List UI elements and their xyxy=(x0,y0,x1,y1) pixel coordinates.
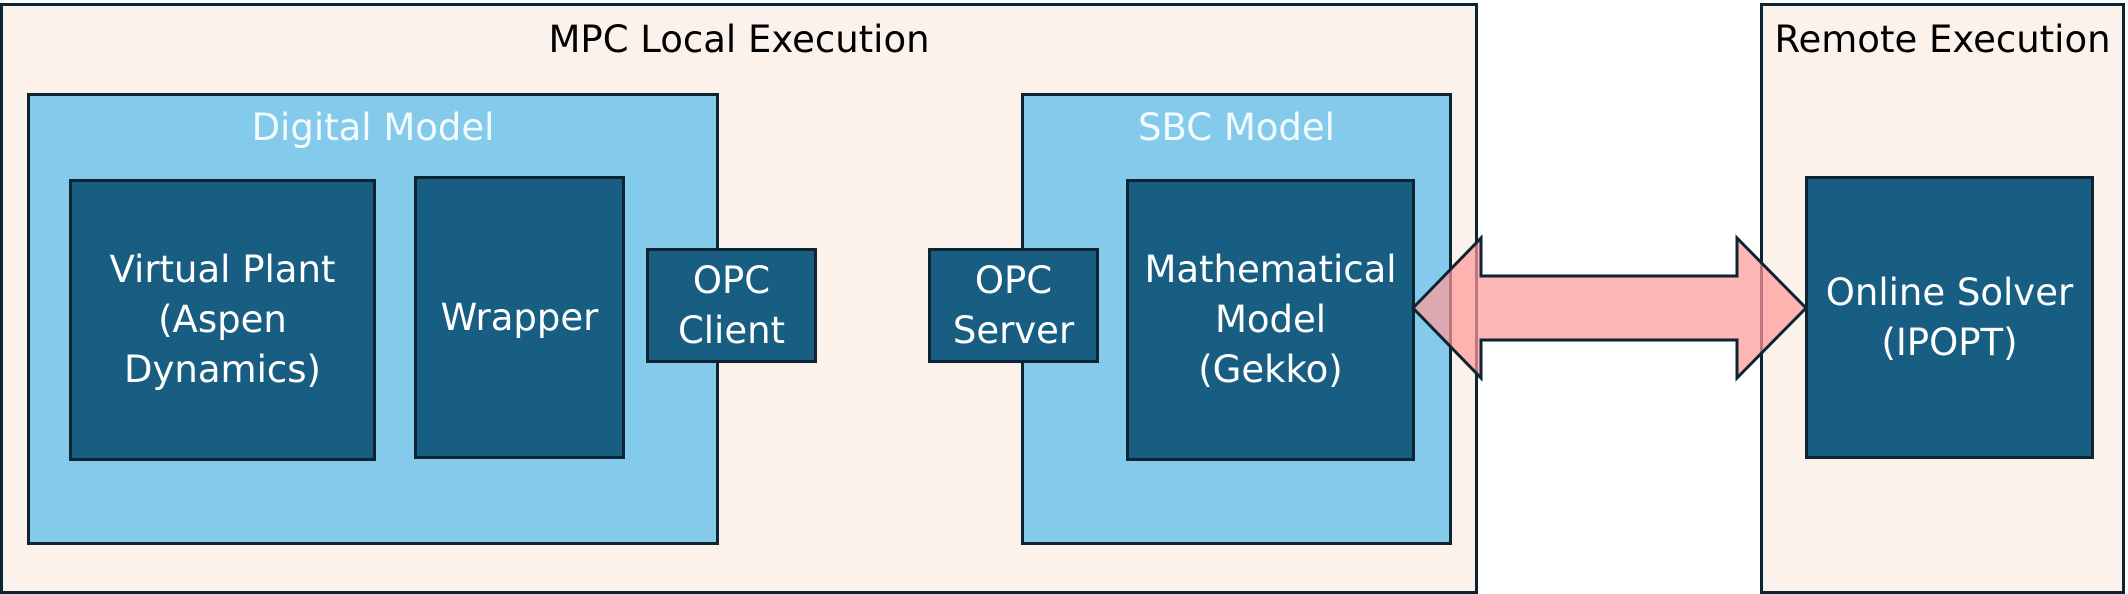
opc-client-box: OPC Client xyxy=(646,248,817,363)
opc-client-label: OPC Client xyxy=(677,258,786,352)
local-execution-title: MPC Local Execution xyxy=(548,18,930,61)
virtual-plant-label: Virtual Plant (Aspen Dynamics) xyxy=(109,248,336,391)
math-model-label: Mathematical Model (Gekko) xyxy=(1144,248,1397,391)
opc-server-label: OPC Server xyxy=(952,258,1075,352)
opc-server-box: OPC Server xyxy=(928,248,1099,363)
online-solver-box: Online Solver (IPOPT) xyxy=(1805,176,2094,459)
digital-model-title: Digital Model xyxy=(251,106,495,149)
wrapper-box: Wrapper xyxy=(414,176,625,459)
online-solver-label: Online Solver (IPOPT) xyxy=(1825,270,2074,364)
sbc-model-title: SBC Model xyxy=(1138,106,1335,149)
remote-execution-title: Remote Execution xyxy=(1774,18,2111,61)
virtual-plant-box: Virtual Plant (Aspen Dynamics) xyxy=(69,179,376,461)
wrapper-label: Wrapper xyxy=(440,295,599,339)
math-model-box: Mathematical Model (Gekko) xyxy=(1126,179,1415,461)
